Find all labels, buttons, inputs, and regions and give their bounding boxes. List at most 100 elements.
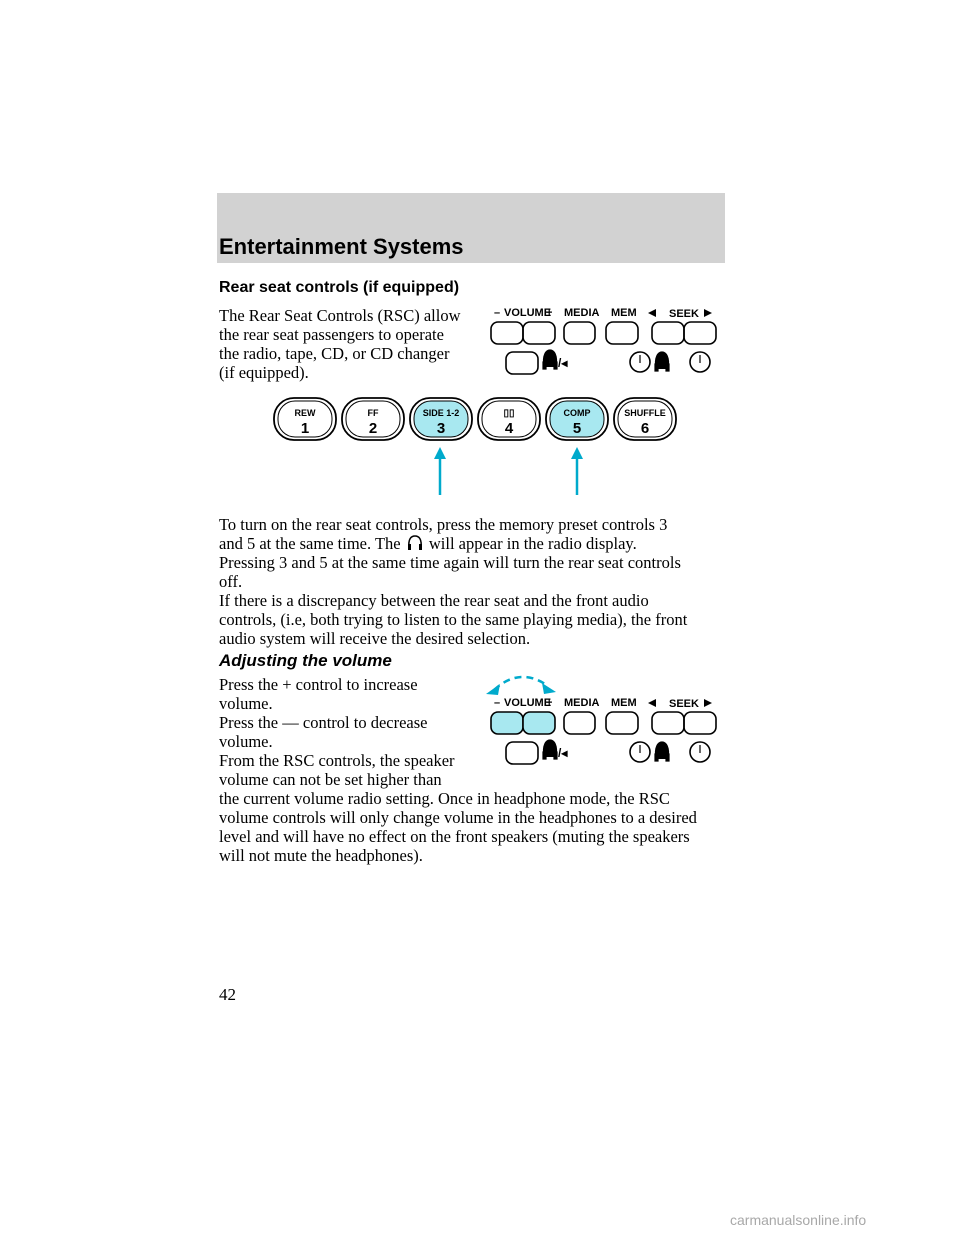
text-line: volume can not be set higher than [219, 770, 442, 789]
text-line: If there is a discrepancy between the re… [219, 591, 649, 610]
volume-plus-label: + [546, 307, 552, 319]
text-line: level and will have no effect on the fro… [219, 827, 690, 846]
text-line: the rear seat passengers to operate [219, 325, 444, 344]
volume-minus-label: – [494, 307, 500, 319]
text-line: Pressing 3 and 5 at the same time again … [219, 553, 681, 572]
seek-right-arrow-icon [704, 309, 712, 317]
headphone-icon [407, 535, 422, 550]
pointer-arrowhead-icon [434, 447, 446, 459]
preset-top-label: COMP [564, 408, 591, 418]
headphone-icon [654, 351, 670, 372]
preset-number: 2 [369, 420, 377, 437]
volume-control-figure: – VOLUME + MEDIA MEM SEEK /◂ [486, 675, 717, 765]
preset-button-1[interactable]: REW 1 [273, 397, 337, 441]
text-line: The Rear Seat Controls (RSC) allow [219, 306, 461, 325]
volume-label: VOLUME [504, 307, 551, 319]
volume-arc-arrow [493, 675, 549, 691]
decrease-paragraph: Press the — control to decrease volume. [219, 713, 469, 751]
pointer-arrowhead-icon [571, 447, 583, 459]
preset-button-6[interactable]: SHUFFLE 6 [613, 397, 677, 441]
section-header-band [217, 193, 725, 263]
preset-top-label: SIDE 1-2 [423, 408, 460, 418]
arc-arrowhead-left-icon [486, 684, 500, 695]
media-label: MEDIA [564, 697, 600, 709]
text-line: off. [219, 572, 243, 591]
text-line: volume. [219, 732, 273, 751]
preset-number: 4 [505, 420, 514, 437]
media-button[interactable] [563, 711, 596, 735]
preset-number: 5 [573, 420, 581, 437]
seek-up-button[interactable] [683, 321, 717, 345]
preset-button-3[interactable]: SIDE 1-2 3 [409, 397, 473, 441]
text-line: will appear in the radio display. [428, 534, 637, 553]
text-line: From the RSC controls, the speaker [219, 751, 455, 770]
text-line: volume. [219, 694, 273, 713]
preset-button-5[interactable]: COMP 5 [545, 397, 609, 441]
text-line: audio system will receive the desired se… [219, 629, 531, 648]
seek-down-button[interactable] [651, 711, 685, 735]
headphone-jack-left-icon[interactable] [629, 351, 651, 373]
watermark-logo: carmanualsonline.info [730, 1212, 867, 1228]
page-number: 42 [219, 985, 236, 1004]
seek-up-button[interactable] [683, 711, 717, 735]
mem-label: MEM [611, 697, 637, 709]
preset-number: 6 [641, 420, 649, 437]
text-line: and 5 at the same time. The [219, 534, 401, 553]
volume-down-button[interactable] [490, 321, 524, 345]
text-line: the radio, tape, CD, or CD changer [219, 344, 450, 363]
media-label: MEDIA [564, 307, 600, 319]
volume-limit-paragraph: From the RSC controls, the speaker volum… [219, 751, 739, 865]
volume-label: VOLUME [504, 697, 551, 709]
headphone-jack-right-icon[interactable] [689, 351, 711, 373]
text-line: To turn on the rear seat controls, press… [219, 515, 668, 534]
seek-left-arrow-icon [648, 309, 656, 317]
seek-label: SEEK [669, 698, 699, 710]
seek-down-button[interactable] [651, 321, 685, 345]
discrepancy-paragraph: If there is a discrepancy between the re… [219, 591, 739, 648]
mute-button[interactable] [505, 741, 539, 765]
seek-label: SEEK [669, 308, 699, 320]
mute-label: /◂ [558, 356, 568, 370]
dolby-icon: ▯▯ [503, 408, 514, 419]
preset-number: 1 [301, 420, 309, 437]
preset-buttons-figure: REW 1 FF 2 SIDE 1-2 3 ▯▯ 4 COMP 5 [273, 397, 677, 495]
mem-label: MEM [611, 307, 637, 319]
preset-top-label: SHUFFLE [624, 408, 666, 418]
headphone-jack-right-icon[interactable] [689, 741, 711, 763]
rsc-control-panel-figure: – VOLUME + MEDIA MEM SEEK /◂ [490, 307, 717, 375]
media-button[interactable] [563, 321, 596, 345]
text-line: Press the — control to decrease [219, 713, 428, 732]
headphone-jack-left-icon[interactable] [629, 741, 651, 763]
headphone-icon [542, 349, 558, 370]
seek-right-arrow-icon [704, 699, 712, 707]
text-line: will not mute the headphones). [219, 846, 423, 865]
arc-arrowhead-right-icon [542, 683, 556, 694]
headphone-icon [654, 741, 670, 762]
preset-button-4[interactable]: ▯▯ 4 [477, 397, 541, 441]
preset-top-label: FF [368, 408, 379, 418]
volume-down-button[interactable] [490, 711, 524, 735]
increase-paragraph: Press the + control to increase volume. [219, 675, 469, 713]
rsc-intro-paragraph: The Rear Seat Controls (RSC) allow the r… [219, 306, 479, 382]
mem-button[interactable] [605, 321, 639, 345]
text-line: Press the + control to increase [219, 675, 418, 694]
preset-button-2[interactable]: FF 2 [341, 397, 405, 441]
headphone-icon [542, 739, 558, 760]
text-line: volume controls will only change volume … [219, 808, 697, 827]
preset-top-label: REW [295, 408, 317, 418]
text-line: controls, (i.e, both trying to listen to… [219, 610, 688, 629]
turn-on-paragraph: To turn on the rear seat controls, press… [219, 515, 739, 553]
volume-heading: Adjusting the volume [219, 651, 392, 670]
mem-button[interactable] [605, 711, 639, 735]
volume-plus-label: + [546, 697, 552, 709]
seek-left-arrow-icon [648, 699, 656, 707]
text-line: the current volume radio setting. Once i… [219, 789, 670, 808]
volume-up-button[interactable] [522, 321, 556, 345]
rsc-heading: Rear seat controls (if equipped) [219, 279, 460, 296]
volume-up-button[interactable] [522, 711, 556, 735]
mute-button[interactable] [505, 351, 539, 375]
text-line: (if equipped). [219, 363, 309, 382]
mute-label: /◂ [558, 746, 568, 760]
preset-number: 3 [437, 420, 445, 437]
